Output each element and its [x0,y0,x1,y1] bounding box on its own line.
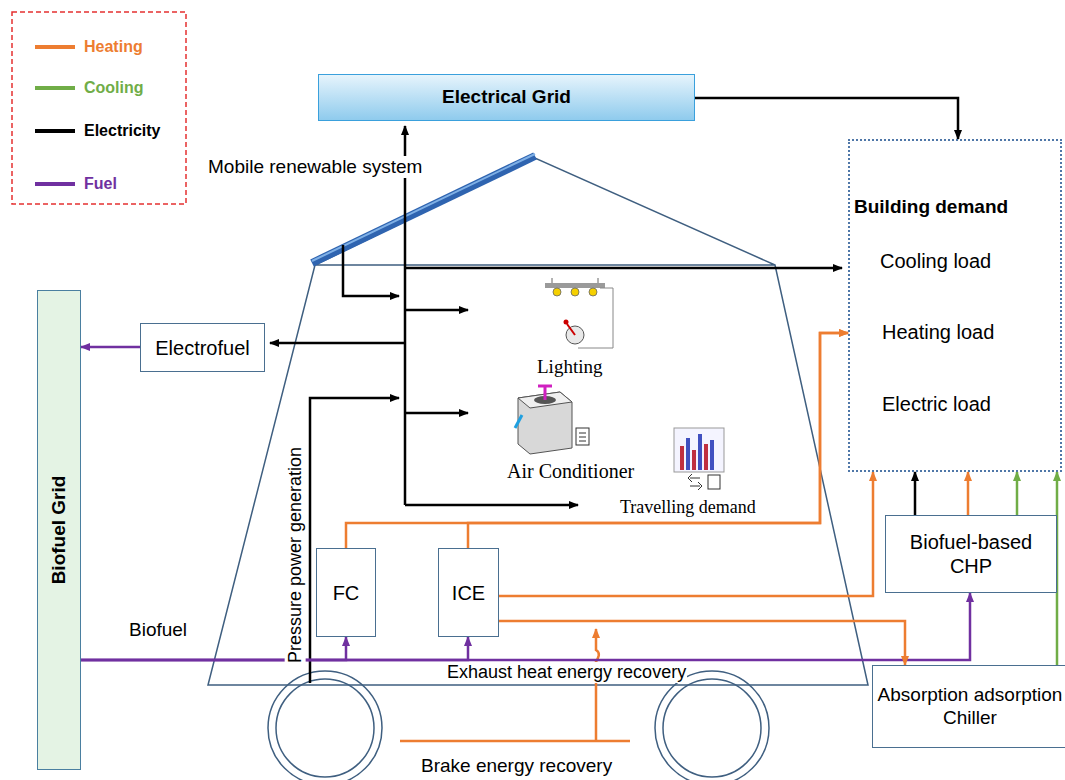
node-text: Electric load [882,392,991,416]
legend-swatch [35,182,75,186]
recovery-label: Exhaust heat energy recovery [446,662,687,683]
node-text: Building demand [854,196,1008,219]
load-label: Lighting [536,356,603,378]
recovery-label: Brake energy recovery [420,755,613,777]
node-text: Cooling load [880,249,991,273]
brake-recovery-line [400,629,630,741]
vehicle-outline [208,158,868,685]
node-text: Absorption adsorption Chiller [873,684,1065,730]
process-box: Absorption adsorption Chiller [872,665,1065,748]
node-text: FC [329,581,364,605]
travel-chart-icon [674,428,724,490]
process-box: Electrofuel [140,323,265,372]
fuel-label: Biofuel [128,619,188,641]
node-text: ICE [448,581,489,605]
legend-text: Fuel [84,174,117,194]
legend-frame [12,12,186,204]
legend-text: Electricity [84,121,160,141]
flow-connector [1016,472,1019,515]
process-box: FC [316,548,376,637]
flow-connector [499,472,873,596]
generation-label: Pressure power generation [285,446,306,664]
node-text: Electrofuel [151,336,254,360]
system-label: Mobile renewable system [207,156,423,178]
flow-connector [967,472,970,515]
process-box: Biofuel-based CHP [885,515,1057,593]
wheels [268,671,769,780]
process-box: ICE [438,548,499,637]
grid-box: Electrical Grid [318,74,695,121]
node-text: Biofuel Grid [48,476,71,585]
flow-connector [81,593,970,660]
node-text: Electrical Grid [438,86,575,109]
air-conditioner-icon [515,385,589,454]
node-text: Biofuel-based CHP [886,530,1056,578]
legend-text: Cooling [84,78,144,98]
legend-swatch [35,86,75,90]
node-text: Heating load [882,320,994,344]
legend-swatch [35,129,75,133]
flow-connector [81,637,346,660]
flow-connector [346,333,848,548]
electric-bus [270,126,842,683]
building-demand-box: Building demandCooling loadHeating loadE… [848,139,1062,472]
flow-connector [695,98,958,139]
flow-connector [914,472,917,515]
lighting-icon [545,278,613,348]
biofuel-grid-band: Biofuel Grid [37,290,81,770]
legend-text: Heating [84,37,143,57]
load-label: Air Conditioner [506,460,635,483]
load-label: Travelling demand [619,497,757,518]
flow-connector [499,621,905,665]
flow-connector [81,346,140,349]
flow-connector [468,333,848,548]
legend-swatch [35,45,75,49]
